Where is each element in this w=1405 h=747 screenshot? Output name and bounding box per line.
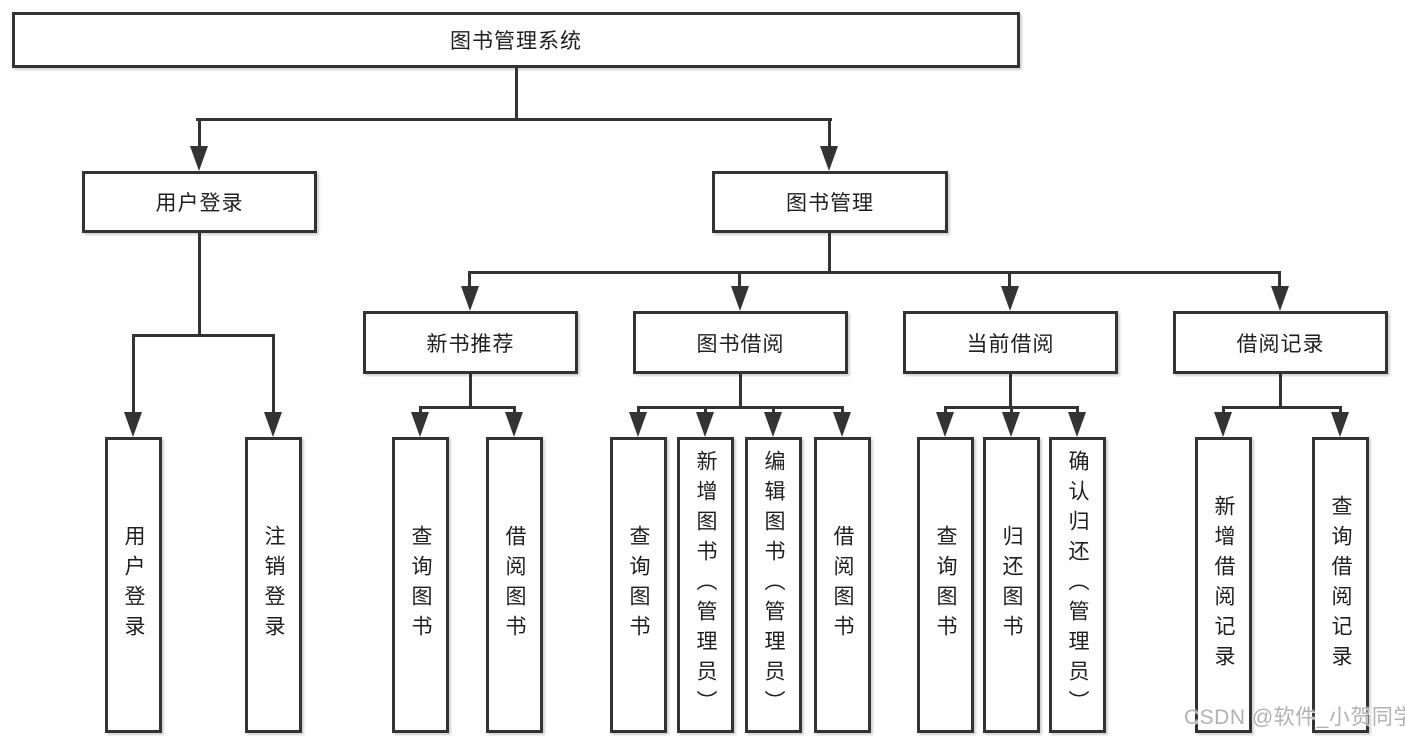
arrow-down-icon: [124, 412, 142, 437]
node-book-borrow: 图书借阅: [633, 311, 848, 374]
leaf-label: 借阅图书: [503, 525, 526, 645]
leaf-label: 用户登录: [122, 525, 145, 645]
leaf-label: 查询图书: [409, 525, 432, 645]
node-leaf-borrow-books-recommend: 借阅图书: [486, 437, 543, 733]
connector-root-trunk: [515, 68, 518, 120]
connector-stem: [828, 118, 831, 154]
watermark-text: CSDN @软件_小贺同学: [1184, 706, 1405, 729]
arrow-down-icon: [936, 412, 954, 437]
connector-level2-rail: [196, 118, 832, 121]
arrow-down-icon: [1002, 412, 1020, 437]
node-root: 图书管理系统: [12, 12, 1020, 68]
node-leaf-add-book-admin: 新增图书（管理员）: [677, 437, 734, 733]
arrow-down-icon: [629, 412, 647, 437]
leaf-label: 归还图书: [1000, 525, 1023, 645]
connector-stem: [1278, 271, 1281, 293]
leaf-label: 确认归还（管理员）: [1066, 450, 1089, 720]
leaf-label: 查询借阅记录: [1329, 495, 1352, 675]
connector-stem: [198, 233, 201, 336]
connector-stem: [272, 334, 275, 419]
leaf-label: 编辑图书（管理员）: [762, 450, 785, 720]
connector-stem: [198, 118, 201, 154]
connector-group-rail: [419, 406, 516, 409]
connector-group-rail: [1222, 406, 1342, 409]
arrow-down-icon: [820, 146, 838, 171]
node-leaf-query-borrow-record: 查询借阅记录: [1312, 437, 1369, 733]
connector-stem: [468, 271, 471, 293]
arrow-down-icon: [833, 412, 851, 437]
arrow-down-icon: [461, 286, 479, 311]
connector-stem: [1009, 374, 1012, 408]
arrow-down-icon: [1001, 286, 1019, 311]
node-leaf-edit-book-admin: 编辑图书（管理员）: [745, 437, 802, 733]
node-leaf-confirm-return-admin: 确认归还（管理员）: [1049, 437, 1106, 733]
leaf-label: 借阅图书: [831, 525, 854, 645]
leaf-label: 新增借阅记录: [1212, 495, 1235, 675]
arrow-down-icon: [411, 412, 429, 437]
arrow-down-icon: [764, 412, 782, 437]
node-leaf-return-book: 归还图书: [983, 437, 1040, 733]
node-leaf-query-books-current: 查询图书: [917, 437, 974, 733]
node-leaf-add-borrow-record: 新增借阅记录: [1195, 437, 1252, 733]
arrow-down-icon: [190, 146, 208, 171]
node-user-login: 用户登录: [82, 171, 317, 233]
leaf-label: 新增图书（管理员）: [694, 450, 717, 720]
arrow-down-icon: [1271, 286, 1289, 311]
node-leaf-query-books-borrow: 查询图书: [610, 437, 667, 733]
connector-level3-rail: [468, 271, 1281, 274]
node-new-book-recommend: 新书推荐: [363, 311, 578, 374]
connector-stem: [1008, 271, 1011, 293]
connector-stem: [1279, 374, 1282, 408]
node-leaf-user-login: 用户登录: [105, 437, 162, 733]
leaf-label: 注销登录: [262, 525, 285, 645]
arrow-down-icon: [1068, 412, 1086, 437]
node-leaf-logout: 注销登录: [245, 437, 302, 733]
leaf-label: 查询图书: [934, 525, 957, 645]
connector-stem: [469, 374, 472, 408]
leaf-label: 查询图书: [627, 525, 650, 645]
arrow-down-icon: [1331, 412, 1349, 437]
connector-stem: [738, 271, 741, 293]
arrow-down-icon: [696, 412, 714, 437]
node-book-management: 图书管理: [712, 171, 948, 233]
node-current-borrow: 当前借阅: [903, 311, 1118, 374]
arrow-down-icon: [1214, 412, 1232, 437]
arrow-down-icon: [264, 412, 282, 437]
arrow-down-icon: [731, 286, 749, 311]
connector-stem: [739, 374, 742, 408]
connector-stem: [132, 334, 135, 419]
node-borrow-record: 借阅记录: [1173, 311, 1388, 374]
node-leaf-query-books-recommend: 查询图书: [392, 437, 449, 733]
connector-group-rail: [637, 406, 844, 409]
arrow-down-icon: [505, 412, 523, 437]
connector-stem: [828, 233, 831, 273]
connector-group-rail: [132, 334, 275, 337]
node-leaf-borrow-books: 借阅图书: [814, 437, 871, 733]
